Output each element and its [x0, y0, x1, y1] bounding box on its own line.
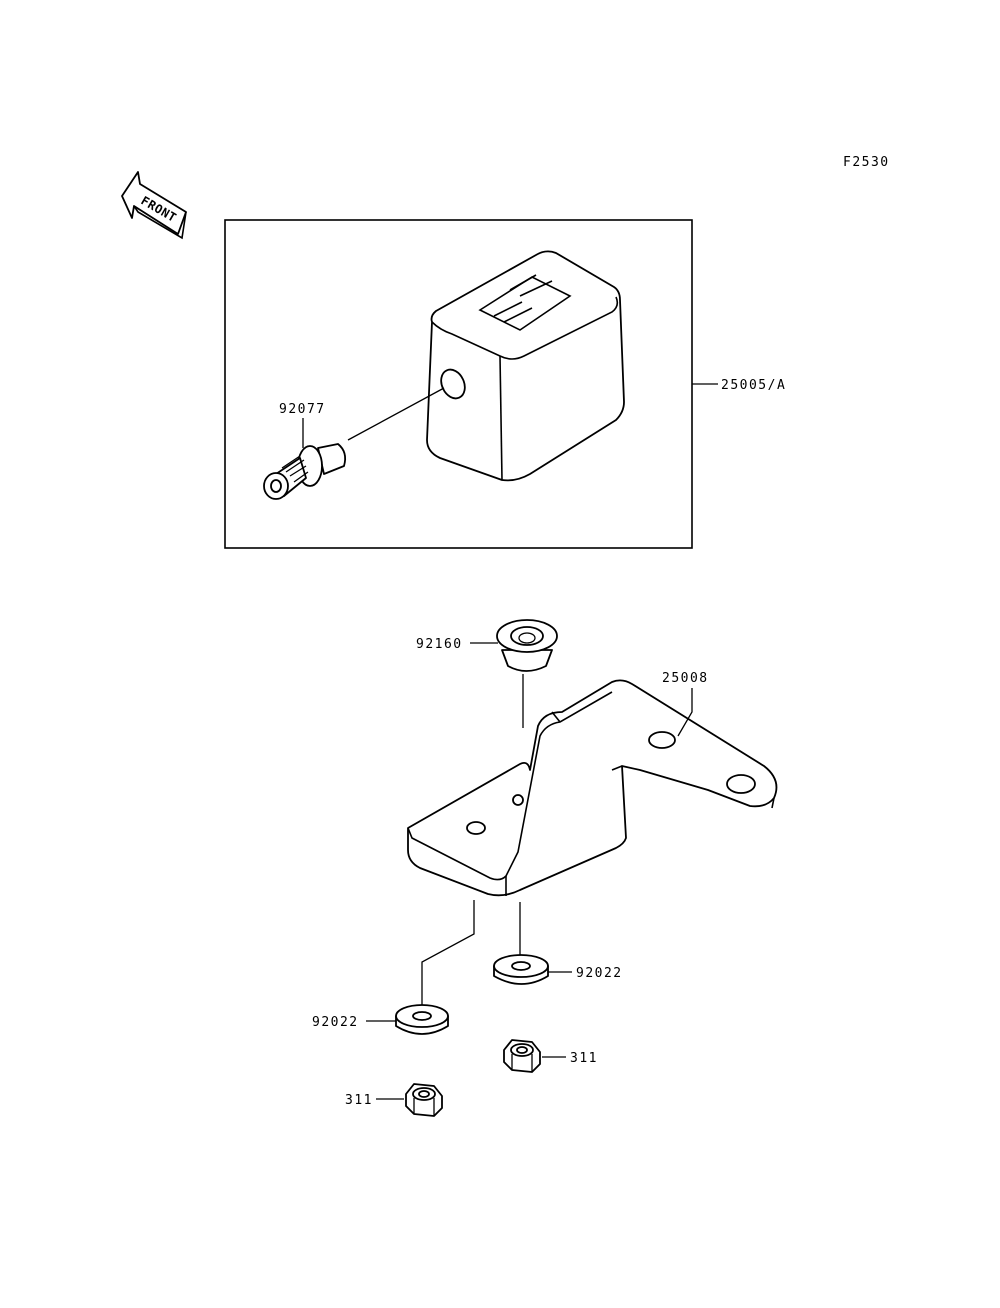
diagram-code: F2530: [843, 155, 890, 170]
part-label-92160: 92160: [416, 637, 463, 652]
bushing-part: [496, 619, 558, 672]
gear-fitting-part: [263, 443, 347, 500]
lower-mount-line: [421, 900, 475, 1014]
upper-washer-part: [493, 954, 549, 985]
fitting-leader-line: [347, 387, 445, 441]
speedometer-housing: [426, 250, 625, 482]
part-label-25008: 25008: [662, 671, 709, 686]
part-label-311-lower: 311: [345, 1093, 373, 1108]
bracket-label-leader: [677, 688, 693, 737]
part-label-25005-A: 25005/A: [721, 378, 786, 393]
lower-washer-part: [395, 1004, 449, 1035]
upper-nut-part: [503, 1039, 541, 1073]
front-arrow-icon: FRONT: [121, 171, 187, 240]
bracket-part: [407, 679, 778, 897]
lower-nut-part: [405, 1083, 443, 1117]
part-label-311-upper: 311: [570, 1051, 598, 1066]
part-label-92077: 92077: [279, 402, 326, 417]
part-label-92022-upper: 92022: [576, 966, 623, 981]
part-label-92022-lower: 92022: [312, 1015, 359, 1030]
